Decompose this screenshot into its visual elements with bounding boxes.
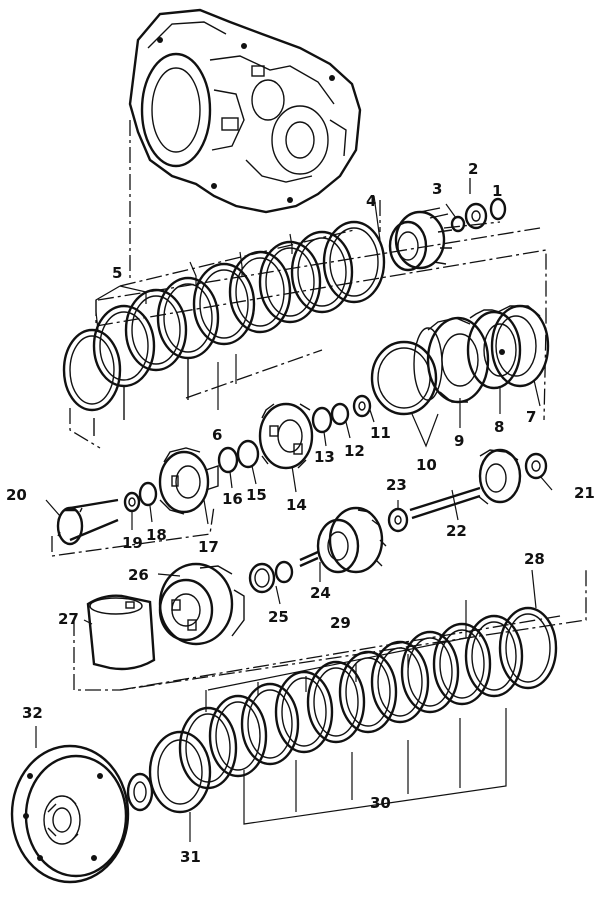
callout-20: 20 <box>6 486 27 504</box>
callout-11: 11 <box>370 424 391 442</box>
part-8-drum <box>466 309 522 414</box>
callout-5: 5 <box>112 264 122 282</box>
callout-18: 18 <box>146 526 167 544</box>
callout-27: 27 <box>58 610 79 628</box>
callout-32: 32 <box>22 704 43 722</box>
part-30-lead <box>243 708 507 825</box>
callout-8: 8 <box>494 418 504 436</box>
callout-23: 23 <box>386 476 407 494</box>
part-14-planetary-gearset <box>258 402 314 493</box>
callout-28: 28 <box>524 550 545 568</box>
callout-6: 6 <box>212 426 222 444</box>
part-2-washer <box>464 202 488 230</box>
callout-10: 10 <box>416 456 437 474</box>
callout-7: 7 <box>526 408 536 426</box>
callout-19: 19 <box>122 534 143 552</box>
transmission-housing <box>128 8 362 214</box>
callout-25: 25 <box>268 608 289 626</box>
part-31b-seal <box>126 772 154 812</box>
callout-2: 2 <box>468 160 478 178</box>
part-31-seal-ring <box>148 730 212 842</box>
part-23-thrust-washer <box>387 500 409 533</box>
part-13-snap-ring <box>311 406 333 447</box>
callout-4: 4 <box>366 192 376 210</box>
callout-30: 30 <box>370 794 391 812</box>
callout-12: 12 <box>344 442 365 460</box>
callout-labels: 1 2 3 4 5 6 7 8 9 10 11 12 13 14 15 16 1… <box>6 160 595 866</box>
callout-26: 26 <box>128 566 149 584</box>
part-10-band <box>370 327 443 448</box>
callout-31: 31 <box>180 848 201 866</box>
callout-22: 22 <box>446 522 467 540</box>
part-4-drum-gear <box>373 195 453 272</box>
callout-14: 14 <box>286 496 307 514</box>
callout-1: 1 <box>492 182 502 200</box>
part-7-ring-gear <box>490 304 550 407</box>
part-27-band-drum <box>83 594 156 671</box>
part-19-washer <box>123 491 141 530</box>
part-26-clutch-drum <box>157 562 245 646</box>
part-17-clutch-hub <box>158 447 219 525</box>
part-18-snap-ring <box>138 481 158 523</box>
callout-13: 13 <box>314 448 335 466</box>
callout-3: 3 <box>432 180 442 198</box>
callout-21: 21 <box>574 484 595 502</box>
part-29-clutch-plates <box>178 600 524 790</box>
callout-24: 24 <box>310 584 331 602</box>
part-11-sun-gear <box>352 394 375 423</box>
part-12-thrust-washer <box>330 402 351 439</box>
callout-15: 15 <box>246 486 267 504</box>
part-24-drive-gear <box>299 506 387 582</box>
part-16-snap-ring <box>217 446 239 489</box>
callout-9: 9 <box>454 432 464 450</box>
part-28-snap-ring <box>498 569 558 690</box>
callout-17: 17 <box>198 538 219 556</box>
part-32-torque-converter <box>10 726 130 884</box>
part-22-output-gear <box>409 448 522 521</box>
part-5-clutch-pack <box>62 220 386 436</box>
part-15-washer <box>236 439 260 485</box>
part-20-input-shaft <box>45 498 119 546</box>
part-9-planet-carrier <box>426 316 490 428</box>
part-1-snap-ring <box>489 197 507 221</box>
callout-29: 29 <box>330 614 351 632</box>
part-21-bushing <box>524 452 553 491</box>
part-25-snap-rings <box>248 560 294 605</box>
part-3-bearing <box>445 203 466 233</box>
callout-16: 16 <box>222 490 243 508</box>
